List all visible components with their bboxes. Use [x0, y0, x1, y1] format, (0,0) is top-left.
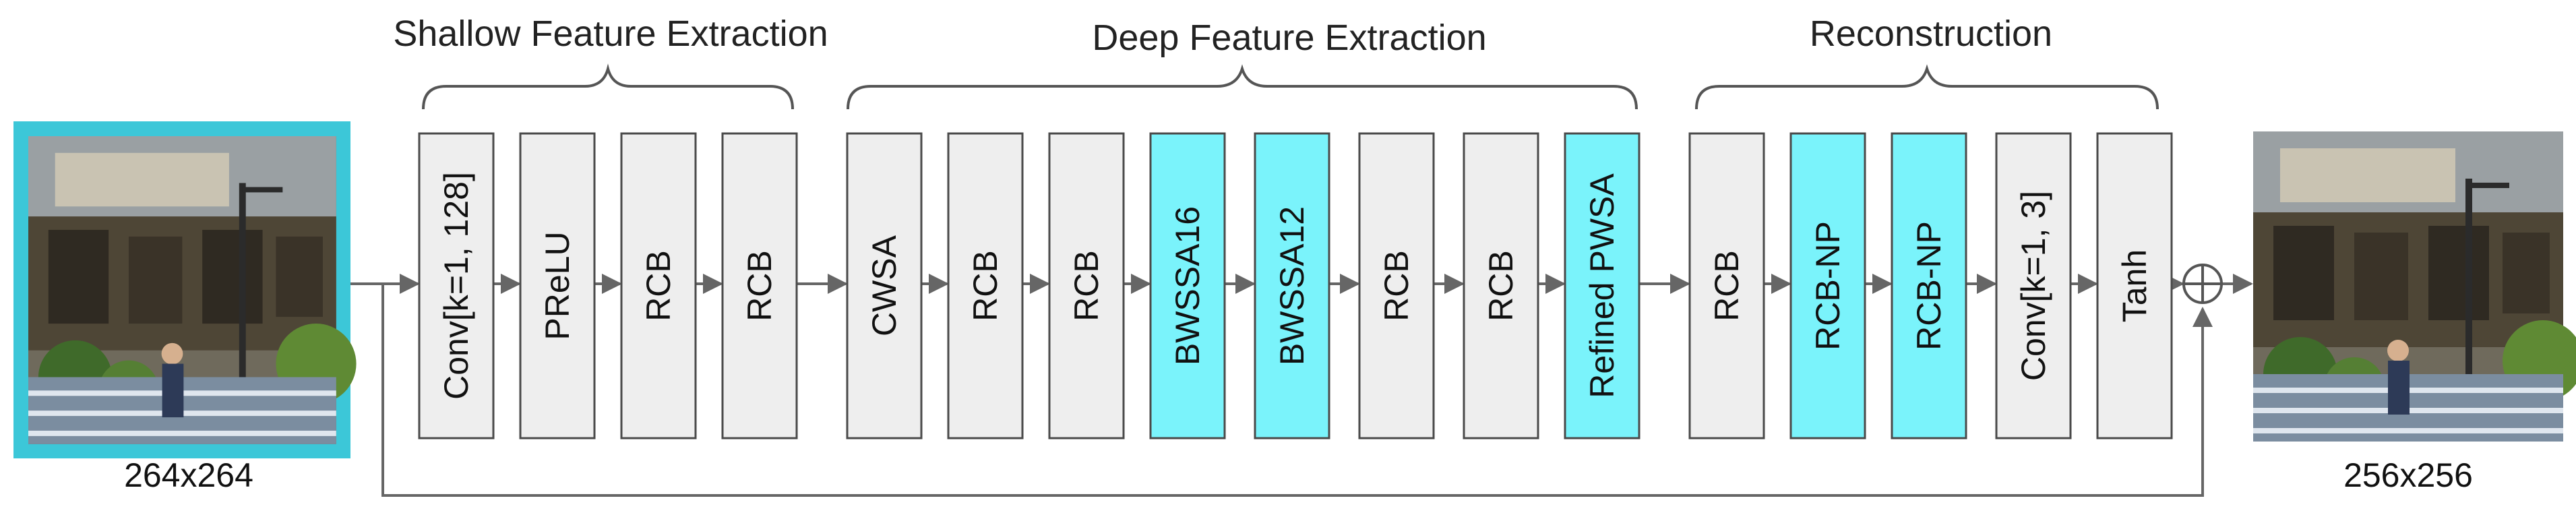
block-label: Conv[k=1, 128] [437, 172, 475, 400]
street-photo-input-image [28, 136, 357, 444]
block-rcb: RCB [620, 132, 697, 440]
block-rcb: RCB [1463, 132, 1539, 440]
block-label: PReLU [539, 231, 576, 340]
block-label: RCB-NP [1910, 221, 1948, 351]
block-label: BWSSA16 [1169, 206, 1206, 365]
block-label: RCB [1708, 250, 1746, 322]
input-size-label: 264x264 [124, 456, 253, 494]
brace-deep [847, 64, 1638, 110]
block-box [2096, 132, 2173, 440]
circle-plus-icon [2182, 264, 2223, 304]
block-box [1891, 132, 1967, 440]
block-rcb: RCB [721, 132, 798, 440]
block-rcb-np: RCB-NP [1891, 132, 1967, 440]
block-box [721, 132, 798, 440]
group-title-reconstruction: Reconstruction [1810, 13, 2052, 54]
block-box [620, 132, 697, 440]
block-tanh: Tanh [2096, 132, 2173, 440]
block-box [1254, 132, 1330, 440]
block-conv-k-1-128: Conv[k=1, 128] [418, 132, 495, 440]
block-rcb: RCB [1048, 132, 1125, 440]
output-size-label: 256x256 [2343, 456, 2473, 494]
block-bwssa12: BWSSA12 [1254, 132, 1330, 440]
block-label: Refined PWSA [1583, 173, 1621, 398]
block-conv-k-1-3: Conv[k=1, 3] [1995, 132, 2072, 440]
block-box [418, 132, 495, 440]
block-box [1789, 132, 1866, 440]
blocks: Conv[k=1, 128] PReLU RCB RCB CWSA RCB RCB BWSSA… [418, 132, 2173, 440]
block-box [1149, 132, 1226, 440]
input-image [13, 121, 357, 458]
block-rcb: RCB [947, 132, 1024, 440]
group-title-deep: Deep Feature Extraction [1092, 18, 1486, 58]
brace-reconstruction [1695, 64, 2159, 110]
block-rcb-np: RCB-NP [1789, 132, 1866, 440]
block-box [1048, 132, 1125, 440]
block-refined-pwsa: Refined PWSA [1564, 132, 1640, 440]
skip-connection-arrow [381, 284, 2213, 497]
block-rcb: RCB [1688, 132, 1765, 440]
block-rcb: RCB [1358, 132, 1435, 440]
block-label: RCB [741, 250, 778, 322]
block-box [1358, 132, 1435, 440]
block-label: RCB-NP [1809, 221, 1847, 351]
block-label: RCB [640, 250, 677, 322]
block-bwssa16: BWSSA16 [1149, 132, 1226, 440]
block-label: RCB [1068, 250, 1105, 322]
block-box [519, 132, 596, 440]
block-label: Tanh [2116, 249, 2153, 322]
block-box [846, 132, 923, 440]
block-label: BWSSA12 [1273, 206, 1311, 365]
output-image [2253, 131, 2576, 442]
block-cwsa: CWSA [846, 132, 923, 440]
block-box [1564, 132, 1640, 440]
block-label: RCB [1378, 250, 1415, 322]
block-box [1995, 132, 2072, 440]
block-label: Conv[k=1, 3] [2015, 191, 2052, 381]
block-box [1688, 132, 1765, 440]
street-photo-output-image [2253, 131, 2576, 442]
block-label: RCB [1482, 250, 1520, 322]
group-title-shallow: Shallow Feature Extraction [393, 13, 828, 54]
block-box [1463, 132, 1539, 440]
block-label: CWSA [865, 235, 903, 336]
block-prelu: PReLU [519, 132, 596, 440]
brace-shallow [422, 63, 794, 110]
block-box [947, 132, 1024, 440]
block-label: RCB [967, 250, 1004, 322]
